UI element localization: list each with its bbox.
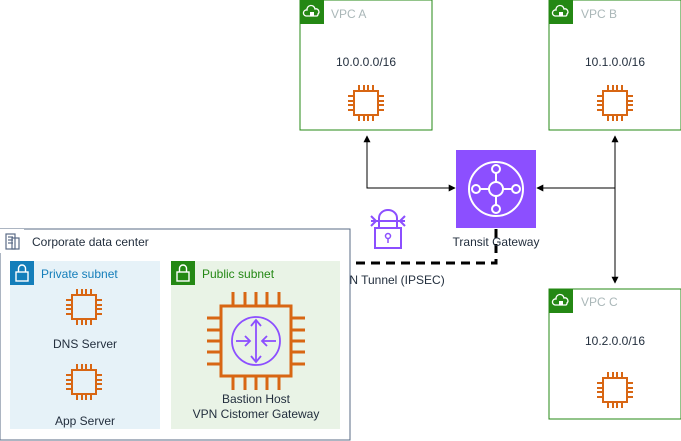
transit-gateway-label: Transit Gateway: [453, 235, 540, 249]
public-subnet-title: Public subnet: [202, 267, 275, 281]
cloud-lock-icon: [299, 0, 325, 25]
padlock-icon: [370, 209, 406, 249]
private-subnet-title: Private subnet: [41, 267, 118, 281]
building-icon: [0, 229, 24, 253]
connector-tgw-vpc-a: [363, 135, 456, 192]
app-server-label: App Server: [55, 414, 115, 428]
dns-server-label: DNS Server: [53, 337, 117, 351]
cloud-lock-icon: [548, 288, 574, 314]
vpn-tunnel-label: VPN Tunnel (IPSEC): [333, 273, 444, 287]
bastion-host-label: Bastion Host: [222, 392, 291, 406]
connector-tgw-vpc-b: [536, 135, 619, 192]
vpc-b-title: VPC B: [581, 7, 617, 21]
bastion-host-icon: [207, 292, 305, 390]
vpc-a-cidr: 10.0.0.0/16: [336, 55, 396, 69]
vpc-c-cidr: 10.2.0.0/16: [585, 334, 645, 348]
private-subnet-group: Private subnet DNS Server App Server: [10, 261, 160, 429]
vpc-a-group: VPC A 10.0.0.0/16: [299, 0, 433, 131]
vpc-c-title: VPC C: [581, 295, 618, 309]
vpc-c-group: VPC C 10.2.0.0/16: [548, 288, 681, 420]
transit-gateway-node: Transit Gateway: [453, 150, 540, 249]
lock-icon: [10, 261, 34, 285]
public-subnet-group: Public subnet: [171, 261, 340, 429]
cloud-lock-icon: [548, 0, 574, 25]
router-icon: [231, 316, 281, 366]
vpc-b-group: VPC B 10.1.0.0/16: [548, 0, 681, 131]
vpc-a-title: VPC A: [331, 7, 366, 21]
vpn-customer-gateway-label: VPN Cistomer Gateway: [193, 407, 320, 421]
corporate-title: Corporate data center: [32, 235, 149, 249]
lock-icon: [171, 261, 195, 285]
vpc-b-cidr: 10.1.0.0/16: [585, 55, 645, 69]
